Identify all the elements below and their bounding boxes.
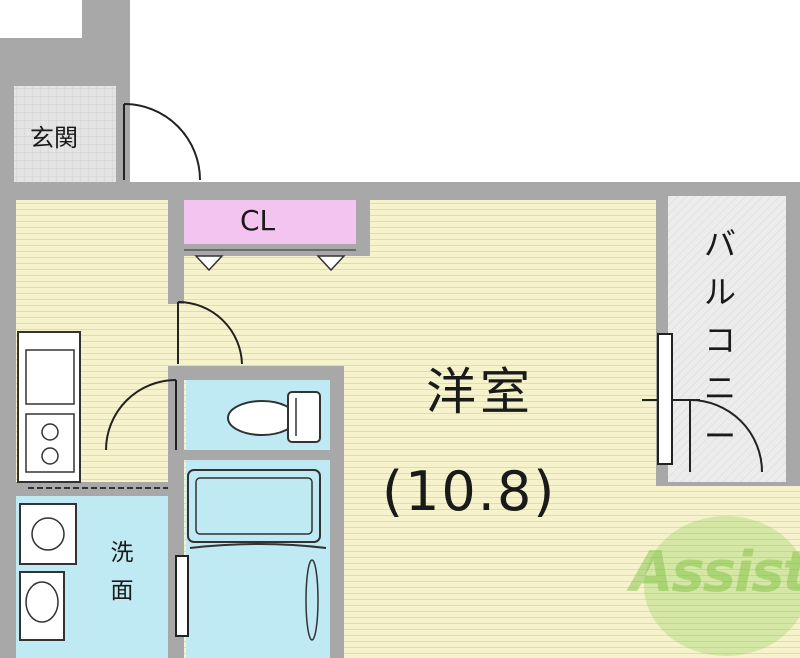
watermark-logo bbox=[644, 516, 800, 656]
toilet-room bbox=[186, 380, 330, 450]
genkan-area bbox=[0, 0, 130, 185]
kitchen-counter bbox=[17, 331, 168, 489]
closet bbox=[170, 196, 370, 272]
main-room-label: 洋室 bbox=[426, 363, 534, 421]
balcony-area bbox=[656, 186, 800, 658]
washroom bbox=[16, 496, 168, 658]
doors bbox=[105, 103, 763, 637]
watermark-text: Assist bbox=[630, 540, 800, 605]
balcony-label: バルコニー bbox=[703, 225, 736, 455]
main-room-size-label: (10.8) bbox=[382, 460, 557, 523]
bathroom bbox=[186, 460, 330, 658]
genkan-label: 玄関 bbox=[30, 124, 78, 152]
closet-label: CL bbox=[240, 204, 276, 237]
washroom-label: 洗面 bbox=[110, 540, 134, 604]
